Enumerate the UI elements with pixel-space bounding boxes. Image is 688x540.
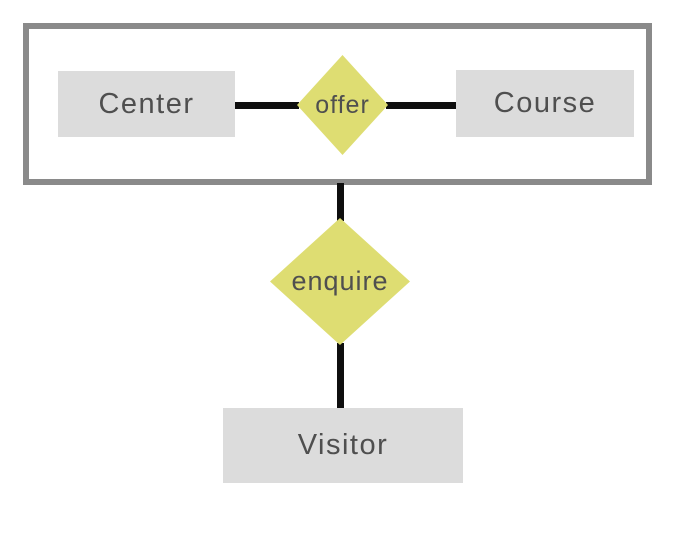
relationship-enquire-diamond: enquire [270,218,410,345]
entity-visitor: Visitor [223,408,463,483]
entity-course-label: Course [493,87,597,119]
relationship-enquire-label: enquire [291,266,389,296]
connector-offer-course [386,102,458,109]
relationship-offer-label: offer [315,90,370,119]
entity-center: Center [58,71,235,137]
connector-center-offer [235,102,299,109]
entity-center-label: Center [98,87,195,120]
entity-visitor-label: Visitor [297,429,389,461]
connector-group-enquire [337,183,344,221]
entity-course: Course [456,70,634,137]
connector-enquire-visitor [337,343,344,409]
